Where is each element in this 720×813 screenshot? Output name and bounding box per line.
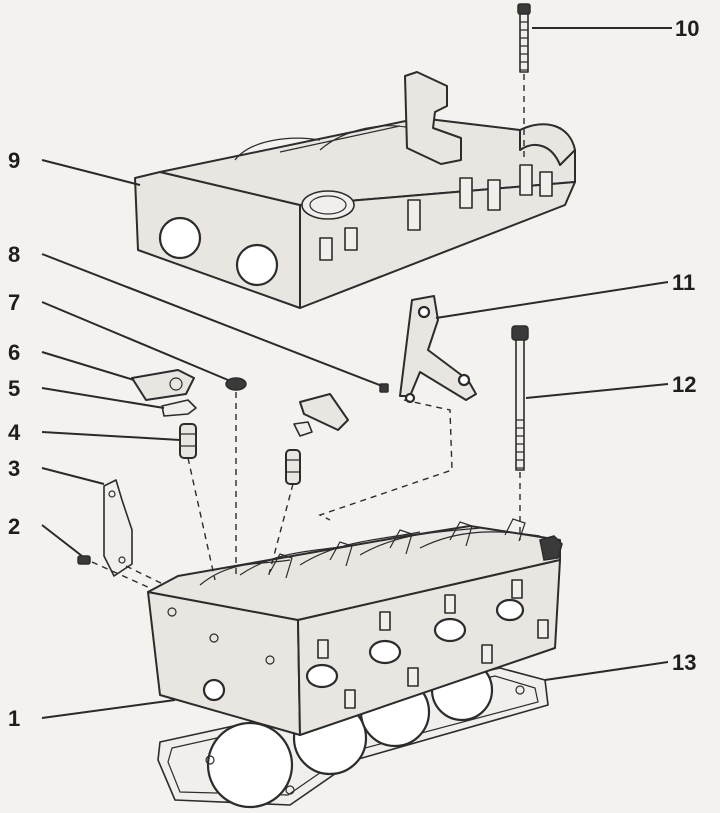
callout-13: 13	[672, 650, 696, 675]
leader-11	[435, 281, 669, 319]
callout-1: 1	[8, 706, 20, 731]
callout-12: 12	[672, 372, 696, 397]
leader-12	[525, 383, 669, 399]
cylinder-head	[147, 518, 563, 736]
callout-3: 3	[8, 456, 20, 481]
callout-6: 6	[8, 340, 20, 365]
leader-7	[41, 301, 229, 381]
screw-8	[318, 383, 453, 521]
callout-4: 4	[8, 420, 21, 445]
leader-9	[41, 159, 141, 186]
callout-8: 8	[8, 242, 20, 267]
leader-5	[41, 387, 165, 409]
hydraulic-tappet-left	[179, 423, 216, 581]
callout-10: 10	[675, 16, 699, 41]
clip-left	[161, 399, 197, 417]
callout-2: 2	[8, 514, 20, 539]
leader-2	[41, 524, 83, 557]
callout-7: 7	[8, 290, 20, 315]
bolt-12	[511, 325, 529, 540]
leader-13	[544, 661, 669, 681]
cover-bolt-bosses	[319, 164, 553, 261]
callout-labels: 1 2 3 4 5 6 7 8 9 10 11 12 13	[8, 16, 699, 731]
bracket-11	[399, 295, 477, 404]
leader-8	[41, 253, 383, 387]
bolt-10	[517, 3, 531, 160]
roller-rocker-left	[131, 369, 195, 401]
leader-4	[41, 431, 181, 441]
roller-rocker-right	[293, 393, 349, 437]
leader-6	[41, 351, 135, 381]
leader-3	[41, 467, 105, 485]
callout-11: 11	[672, 270, 695, 295]
valve-cover	[134, 71, 576, 309]
valve-stem-seal	[225, 377, 247, 575]
manifold-studs	[317, 579, 549, 709]
callout-9: 9	[8, 148, 20, 173]
seal-plate-3	[103, 479, 166, 586]
bolt-2	[77, 555, 151, 589]
callout-5: 5	[8, 376, 20, 401]
hydraulic-tappet-right	[267, 449, 301, 579]
leader-lines	[41, 27, 672, 719]
leader-1	[41, 699, 176, 719]
